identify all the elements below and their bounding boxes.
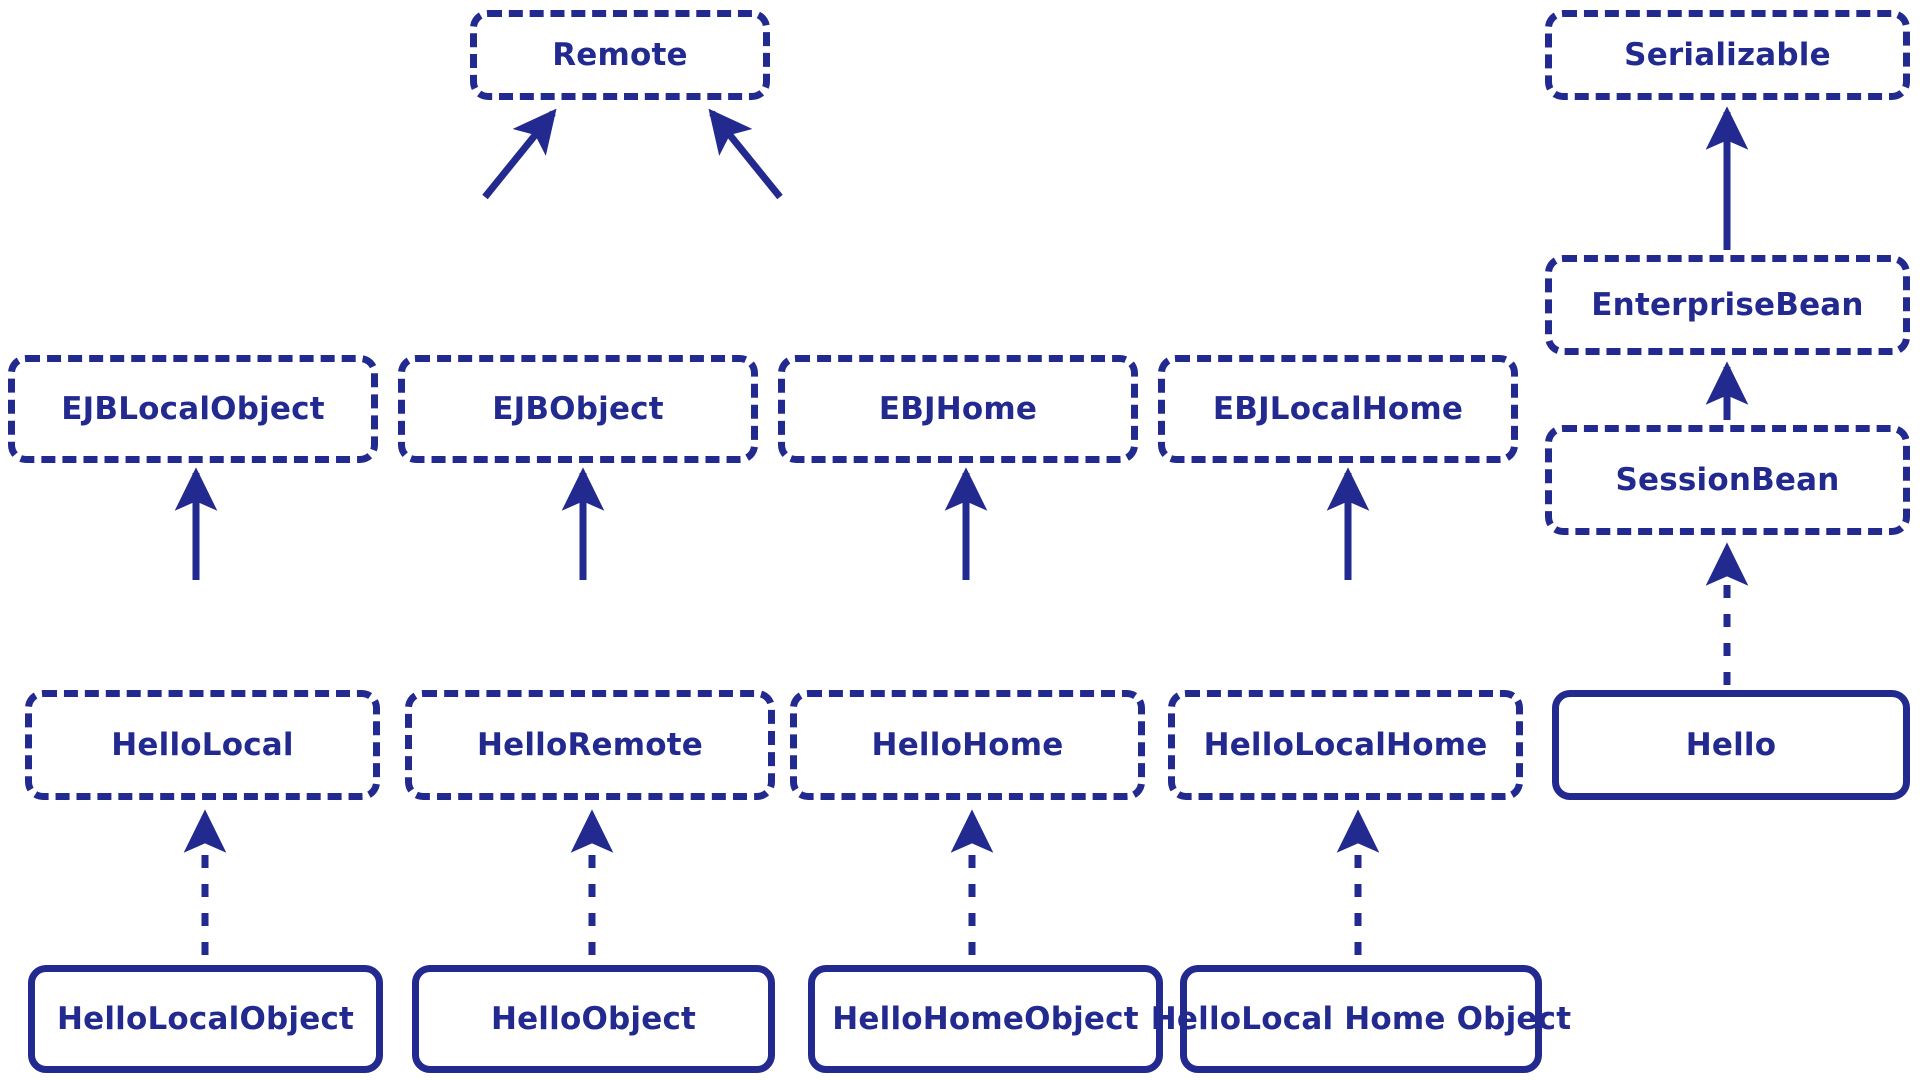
node-remote[interactable]: Remote [470, 10, 770, 100]
node-enterprisebean[interactable]: EnterpriseBean [1545, 255, 1910, 355]
node-label: HelloRemote [476, 726, 704, 763]
node-label: HelloLocal [111, 726, 294, 763]
node-hellolocal[interactable]: HelloLocal [25, 690, 380, 800]
node-ejblocalobject[interactable]: EJBLocalObject [8, 355, 378, 463]
node-label: EJBLocalObject [61, 390, 325, 427]
node-label: EnterpriseBean [1591, 286, 1864, 323]
node-ejbobject[interactable]: EJBObject [398, 355, 758, 463]
node-hellolocalhomeobject[interactable]: HelloLocal Home Object [1151, 965, 1571, 1073]
node-hellohomeobject[interactable]: HelloHomeObject [808, 965, 1163, 1073]
node-label: Hello [1685, 726, 1777, 763]
node-hellohome[interactable]: HelloHome [790, 690, 1145, 800]
node-hellolocalhome[interactable]: HelloLocalHome [1168, 690, 1523, 800]
node-ebjhome[interactable]: EBJHome [778, 355, 1138, 463]
node-helloobject[interactable]: HelloObject [412, 965, 775, 1073]
node-label: Serializable [1624, 36, 1831, 73]
node-serializable[interactable]: Serializable [1545, 10, 1910, 100]
node-label: EJBObject [492, 390, 664, 427]
node-label: Remote [552, 36, 688, 73]
node-hello[interactable]: Hello [1552, 690, 1910, 800]
node-sessionbean[interactable]: SessionBean [1545, 425, 1910, 535]
edge-ejbobject-to-remote [482, 108, 557, 200]
edge-ebjhome-to-remote [708, 108, 783, 200]
node-hellolocalobject[interactable]: HelloLocalObject [28, 965, 383, 1073]
node-ebjlocalhome[interactable]: EBJLocalHome [1158, 355, 1518, 463]
node-label: HelloHomeObject [832, 1000, 1139, 1037]
node-label: EBJLocalHome [1212, 390, 1464, 427]
node-label: EBJHome [878, 390, 1038, 427]
node-label: HelloObject [490, 1000, 697, 1037]
node-helloremote[interactable]: HelloRemote [405, 690, 775, 800]
node-label: HelloHome [871, 726, 1064, 763]
node-label: HelloLocalHome [1203, 726, 1488, 763]
node-label: SessionBean [1615, 461, 1840, 498]
node-label: HelloLocal Home Object [1150, 1000, 1572, 1037]
node-label: HelloLocalObject [56, 1000, 355, 1037]
